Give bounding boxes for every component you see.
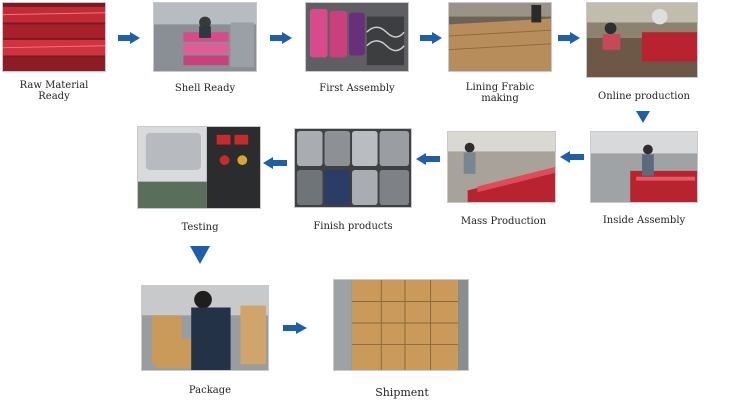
arrow-right-icon [118,32,140,44]
step-label: Shipment [350,387,454,398]
testing-photo [137,126,261,209]
first-assembly-photo [305,2,409,72]
arrow-left-icon [263,157,287,169]
step-label: First Assembly [307,83,407,94]
arrow-down-icon [636,111,650,123]
lining-photo [448,2,552,72]
arrow-right-icon [420,32,442,44]
step-label: Inside Assembly [592,215,696,226]
step-label: Lining Frabic making [450,82,550,104]
step-label: Online production [588,91,700,102]
arrow-left-icon [416,153,440,165]
finish-products-photo [294,128,412,208]
online-production-photo [586,2,698,78]
mass-production-photo [447,131,556,203]
package-photo [141,285,269,371]
inside-assembly-photo [590,131,698,203]
arrow-right-icon [270,32,292,44]
step-label: Shell Ready [155,83,255,94]
step-label: Testing [150,222,250,233]
step-label: Mass Production [449,216,558,227]
step-label: Finish products [296,221,410,232]
arrow-down-icon [190,246,210,264]
step-label: Package [160,385,260,396]
arrow-right-icon [283,322,307,334]
raw-material-photo [2,2,106,72]
shipment-photo [333,279,469,371]
arrow-right-icon [558,32,580,44]
shell-photo [153,2,257,72]
step-label: Raw Material Ready [4,80,104,102]
arrow-left-icon [560,151,584,163]
